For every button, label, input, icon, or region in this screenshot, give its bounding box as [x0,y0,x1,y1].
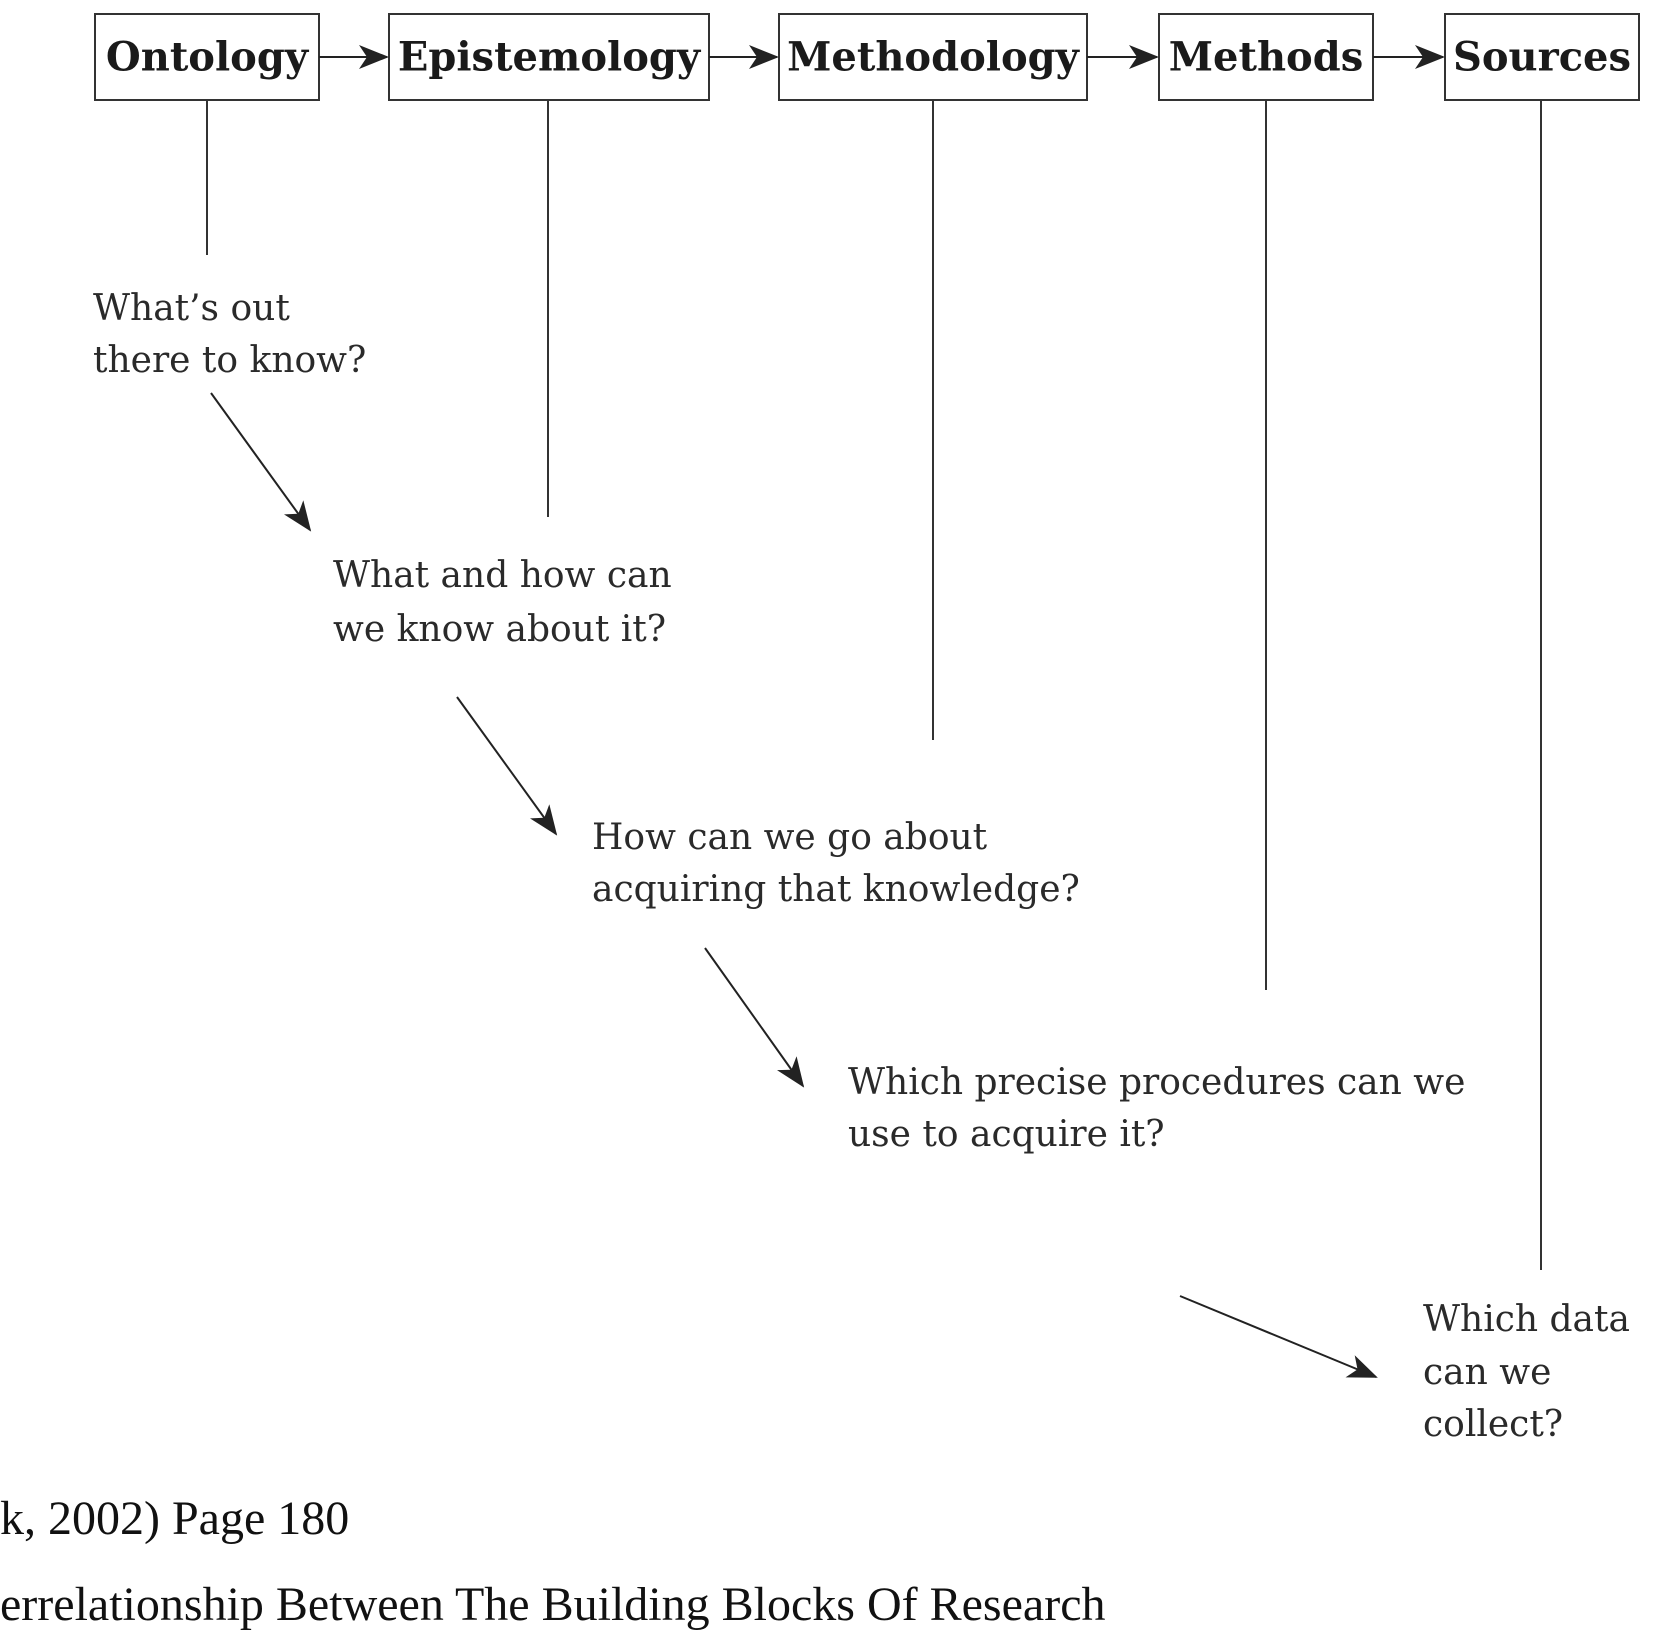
caption-citation: k, 2002) Page 180 [0,1492,349,1545]
question-sources-line-3: collect? [1423,1404,1563,1445]
question-methods: Which precise procedures can we use to a… [848,1062,1477,1155]
question-ontology: What’s out there to know? [93,288,366,381]
question-epistemology-line-2: we know about it? [333,609,666,650]
box-ontology-label: Ontology [106,34,310,81]
question-methodology-line-1: How can we go about [592,817,988,858]
arrow-question-methods-to-sources [1179,1295,1378,1378]
question-methodology-line-2: acquiring that knowledge? [592,869,1080,910]
question-ontology-line-1: What’s out [93,288,290,329]
question-sources-line-2: can we [1423,1352,1551,1393]
box-ontology: Ontology [94,13,320,101]
question-sources-line-1: Which data [1423,1299,1630,1340]
question-methods-line-2: use to acquire it? [848,1114,1165,1155]
box-methods-label: Methods [1169,34,1363,81]
box-sources-label: Sources [1453,34,1631,81]
arrow-question-methodology-to-methods [704,947,805,1088]
arrow-question-ontology-to-epistemology [210,392,312,532]
question-epistemology: What and how can we know about it? [333,555,683,650]
box-epistemology: Epistemology [388,13,710,101]
box-sources: Sources [1444,13,1640,101]
box-methodology-label: Methodology [787,34,1080,81]
question-ontology-line-2: there to know? [93,340,366,381]
caption-title: errelationship Between The Building Bloc… [0,1578,1106,1630]
box-methodology: Methodology [778,13,1088,101]
question-sources: Which data can we collect? [1423,1299,1641,1445]
arrow-question-epistemology-to-methodology [456,696,558,836]
box-epistemology-label: Epistemology [398,34,702,81]
box-methods: Methods [1158,13,1374,101]
question-methodology: How can we go about acquiring that knowl… [592,817,1080,910]
question-epistemology-line-1: What and how can [333,555,672,596]
question-methods-line-1: Which precise procedures can we [848,1062,1465,1103]
